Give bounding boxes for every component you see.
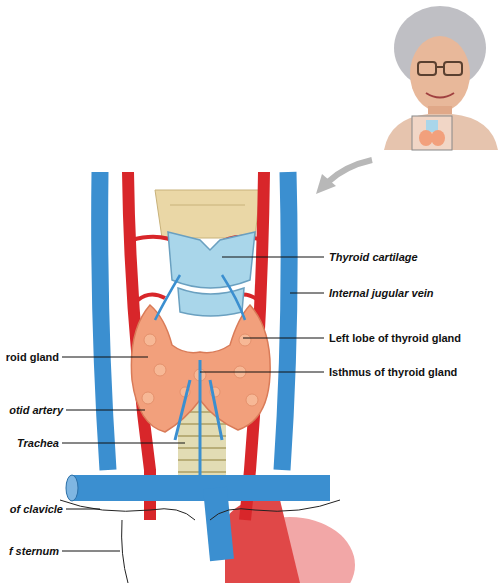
part-label: Internal jugular vein bbox=[329, 286, 434, 300]
part-label: of clavicle bbox=[10, 502, 63, 516]
part-label: Isthmus of thyroid gland bbox=[329, 365, 457, 379]
arrow-head bbox=[316, 174, 336, 194]
part-label: roid gland bbox=[6, 350, 59, 364]
pointer-arrow bbox=[328, 160, 372, 182]
part-label: f sternum bbox=[9, 544, 59, 558]
part-label: Thyroid cartilage bbox=[329, 250, 418, 264]
portrait bbox=[382, 0, 501, 150]
part-label: otid artery bbox=[9, 403, 63, 417]
part-label: Left lobe of thyroid gland bbox=[329, 331, 461, 345]
part-label: Trachea bbox=[17, 436, 59, 450]
leader-lines bbox=[62, 257, 324, 551]
